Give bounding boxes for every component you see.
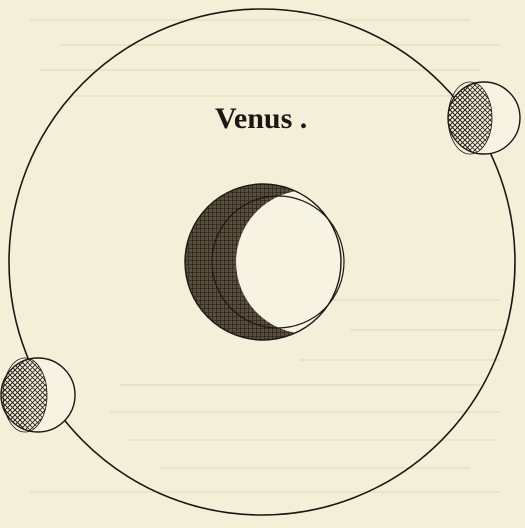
central-phase-disc — [185, 184, 380, 340]
venus-label: Venus . — [215, 102, 307, 135]
upper-right-small-disc — [440, 80, 520, 160]
central-lit-part — [236, 190, 380, 334]
lower-left-small-disc — [0, 355, 75, 435]
